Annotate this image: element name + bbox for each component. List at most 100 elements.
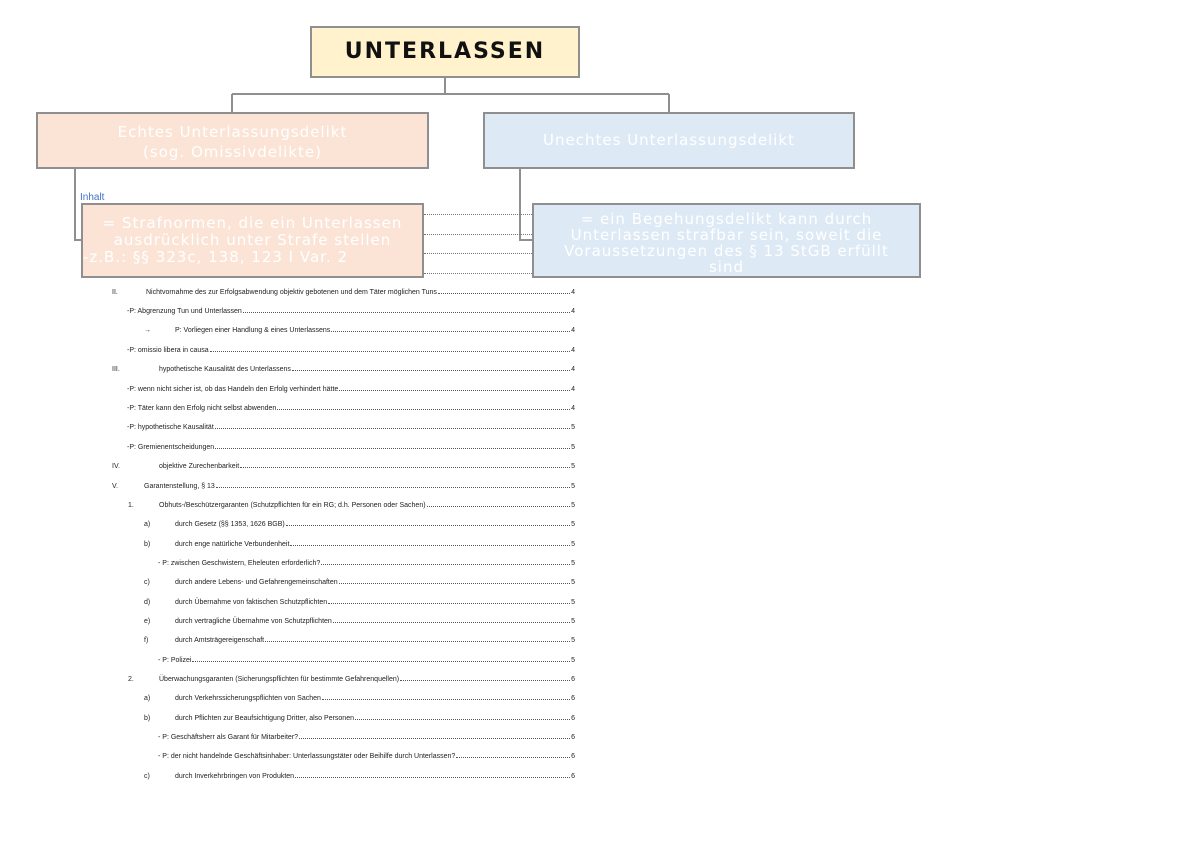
toc-entry[interactable]: b) durch enge natürliche Verbundenheit 5: [144, 536, 575, 548]
toc-entry[interactable]: V. Garantenstellung, § 13 5: [112, 478, 575, 490]
toc-entry[interactable]: -P: Täter kann den Erfolg nicht selbst a…: [127, 400, 575, 412]
toc-entry-text: -P: Gremienentscheidungen: [127, 444, 215, 451]
unechtes-label: Unechtes Unterlassungsdelikt: [543, 131, 795, 149]
toc-entry-text: Nichtvornahme des zur Erfolgsabwendung o…: [146, 289, 437, 296]
toc-entry-page: 4: [571, 308, 575, 315]
toc-leader-dots: [456, 757, 571, 758]
toc-leader-dots: [355, 719, 571, 720]
toc-entry[interactable]: -P: omissio libera in causa 4: [127, 342, 575, 354]
toc-leader-dots: [240, 467, 571, 468]
toc-leader-dots: [321, 564, 571, 565]
toc-leader-dots: [400, 680, 571, 681]
toc-entry-page: 5: [571, 579, 575, 586]
toc-entry-page: 5: [571, 444, 575, 451]
toc-entry[interactable]: II. Nichtvornahme des zur Erfolgsabwendu…: [112, 284, 575, 296]
toc-entry-page: 6: [571, 695, 575, 702]
toc-entry-text: Garantenstellung, § 13: [144, 483, 215, 490]
toc-entry[interactable]: a) durch Gesetz (§§ 1353, 1626 BGB) 5: [144, 516, 575, 528]
toc-entry-number: a): [144, 521, 151, 528]
toc-entry[interactable]: f) durch Amtsträgereigenschaft 5: [144, 632, 575, 644]
echtes-def-example: -z.B.: §§ 323c, 138, 123 I Var. 2: [83, 248, 349, 266]
toc-entry-number: IV.: [112, 463, 120, 470]
toc-entry-page: 6: [571, 676, 575, 683]
toc-entry[interactable]: b) durch Pflichten zur Beaufsichtigung D…: [144, 710, 575, 722]
toc-entry-number: f): [144, 637, 149, 644]
toc-entry-number: c): [144, 773, 150, 780]
echtes-definition-box: = Strafnormen, die ein Unterlassen ausdr…: [81, 203, 424, 278]
toc-entry-page: 5: [571, 424, 575, 431]
toc-entry-page: 5: [571, 521, 575, 528]
toc-entry-page: 5: [571, 541, 575, 548]
toc-entry-page: 6: [571, 753, 575, 760]
toc-leader-dots: [426, 506, 571, 507]
toc-entry[interactable]: c) durch andere Lebens- und Gefahrengeme…: [144, 574, 575, 586]
toc-entry-page: 4: [571, 347, 575, 354]
toc-entry[interactable]: IV. objektive Zurechenbarkeit 5: [112, 458, 575, 470]
toc-entry-page: 5: [571, 637, 575, 644]
toc-leader-dots: [285, 525, 571, 526]
toc-entry[interactable]: d) durch Übernahme von faktischen Schutz…: [144, 594, 575, 606]
toc-entry-number: V.: [112, 483, 118, 490]
echtes-unterlassungsdelikt-box: Echtes Unterlassungsdelikt (sog. Omissiv…: [36, 112, 429, 169]
toc-entry[interactable]: -P: Abgrenzung Tun und Unterlassen 4: [127, 303, 575, 315]
toc-entry-number: e): [144, 618, 151, 625]
toc-leader-dots: [332, 622, 571, 623]
toc-entry-page: 4: [571, 405, 575, 412]
toc-entry[interactable]: - P: der nicht handelnde Geschäftsinhabe…: [158, 748, 575, 760]
toc-leader-dots: [328, 603, 571, 604]
toc-entry-page: 6: [571, 734, 575, 741]
toc-leader-dots: [321, 699, 571, 700]
toc-entry-number: II.: [112, 289, 118, 296]
toc-entry-text: - P: der nicht handelnde Geschäftsinhabe…: [158, 753, 456, 760]
toc-entry-page: 5: [571, 483, 575, 490]
toc-leader-dots: [290, 545, 571, 546]
toc-leader-dots: [215, 487, 571, 488]
toc-entry[interactable]: e) durch vertragliche Übernahme von Schu…: [144, 613, 575, 625]
toc-entry-page: 4: [571, 386, 575, 393]
toc-entry-text: durch Pflichten zur Beaufsichtigung Drit…: [175, 715, 354, 722]
toc-entry-text: Überwachungsgaranten (Sicherungspflichte…: [159, 676, 400, 683]
toc-entry-text: Obhuts-/Beschützergaranten (Schutzpflich…: [159, 502, 426, 509]
echtes-sublabel: (sog. Omissivdelikte): [143, 143, 322, 161]
toc-entry[interactable]: -P: wenn nicht sicher ist, ob das Handel…: [127, 381, 575, 393]
toc-entry[interactable]: a) durch Verkehrssicherungspflichten von…: [144, 690, 575, 702]
toc-entry-text: durch Inverkehrbringen von Produkten: [175, 773, 295, 780]
toc-leader-dots: [339, 390, 571, 391]
toc-leader-dots: [338, 583, 571, 584]
toc-entry[interactable]: 1. Obhuts-/Beschützergaranten (Schutzpfl…: [128, 497, 575, 509]
toc-entry-text: -P: wenn nicht sicher ist, ob das Handel…: [127, 386, 339, 393]
toc-leader-dots: [295, 777, 571, 778]
toc-entry-text: -P: Täter kann den Erfolg nicht selbst a…: [127, 405, 277, 412]
toc-leader-dots: [214, 428, 571, 429]
toc-entry[interactable]: c) durch Inverkehrbringen von Produkten …: [144, 768, 575, 780]
toc-entry[interactable]: III. hypothetische Kausalität des Unterl…: [112, 361, 575, 373]
toc-entry[interactable]: - P: Polizei 5: [158, 652, 575, 664]
toc-entry-text: - P: Polizei: [158, 657, 192, 664]
echtes-def-line-2: ausdrücklich unter Strafe stellen: [113, 231, 392, 249]
toc-entry-page: 5: [571, 618, 575, 625]
toc-entry-number: III.: [112, 366, 120, 373]
toc-entry-page: 4: [571, 289, 575, 296]
toc-entry[interactable]: - P: zwischen Geschwistern, Eheleuten er…: [158, 555, 575, 567]
toc-leader-dots: [192, 661, 571, 662]
diagram-title: UNTERLASSEN: [310, 26, 580, 78]
toc-entry-text: durch Verkehrssicherungspflichten von Sa…: [175, 695, 321, 702]
toc-entry[interactable]: - P: Geschäftsherr als Garant für Mitarb…: [158, 729, 575, 741]
toc-entry[interactable]: 2. Überwachungsgaranten (Sicherungspflic…: [128, 671, 575, 683]
toc-leader-dots: [291, 370, 571, 371]
unechtes-definition-box: = ein Begehungsdelikt kann durch Unterla…: [532, 203, 921, 278]
toc-leader-dots: [242, 312, 571, 313]
toc-entry-number: b): [144, 541, 151, 548]
toc-entry[interactable]: → P: Vorliegen einer Handlung & eines Un…: [144, 322, 575, 334]
toc-entry-page: 5: [571, 502, 575, 509]
unechtes-def-line-1: = ein Begehungsdelikt kann durch: [580, 210, 873, 228]
toc-entry-text: P: Vorliegen einer Handlung & eines Unte…: [175, 327, 331, 334]
toc-entry-page: 5: [571, 657, 575, 664]
toc-entry-number: b): [144, 715, 151, 722]
toc-entry[interactable]: -P: Gremienentscheidungen 5: [127, 439, 575, 451]
toc-entry[interactable]: -P: hypothetische Kausalität 5: [127, 419, 575, 431]
toc-entry-page: 6: [571, 715, 575, 722]
toc-entry-text: -P: omissio libera in causa: [127, 347, 209, 354]
